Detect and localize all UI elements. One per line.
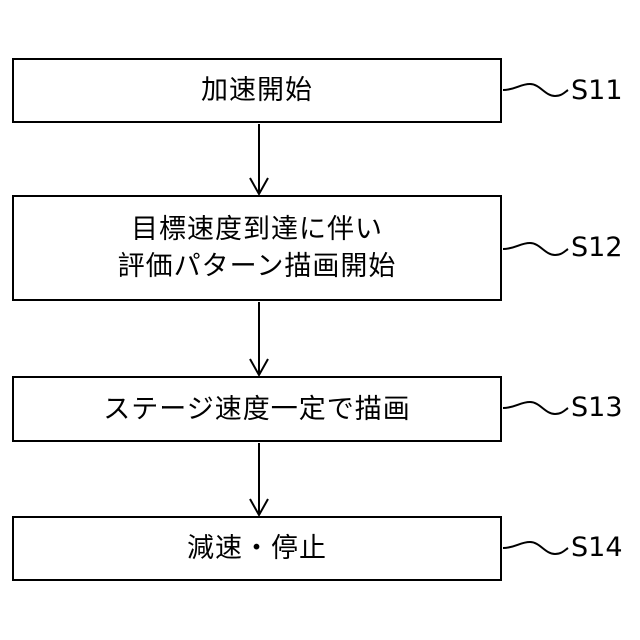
step-box-s12: 目標速度到達に伴い 評価パターン描画開始 [12, 195, 502, 301]
arrow-s11-to-s12 [250, 124, 268, 194]
leader-line-s12 [503, 243, 568, 255]
leader-line-s11 [503, 84, 568, 96]
step-text-s11-line1: 加速開始 [201, 72, 313, 109]
arrow-s12-to-s13 [250, 302, 268, 375]
step-box-s13: ステージ速度一定で描画 [12, 376, 502, 442]
step-label-s12: S12 [571, 233, 623, 263]
leader-line-s13 [503, 402, 568, 414]
step-box-s11: 加速開始 [12, 58, 502, 123]
step-text-s12-line1: 目標速度到達に伴い [131, 211, 383, 248]
step-text-s13-line1: ステージ速度一定で描画 [103, 391, 410, 428]
step-text-s12-line2: 評価パターン描画開始 [118, 248, 397, 285]
step-box-s14: 減速・停止 [12, 516, 502, 581]
step-label-s13: S13 [571, 393, 623, 423]
step-label-s11: S11 [571, 76, 623, 106]
step-text-s14-line1: 減速・停止 [187, 530, 327, 567]
leader-line-s14 [503, 542, 568, 554]
arrow-s13-to-s14 [250, 443, 268, 515]
step-label-s14: S14 [571, 533, 623, 563]
